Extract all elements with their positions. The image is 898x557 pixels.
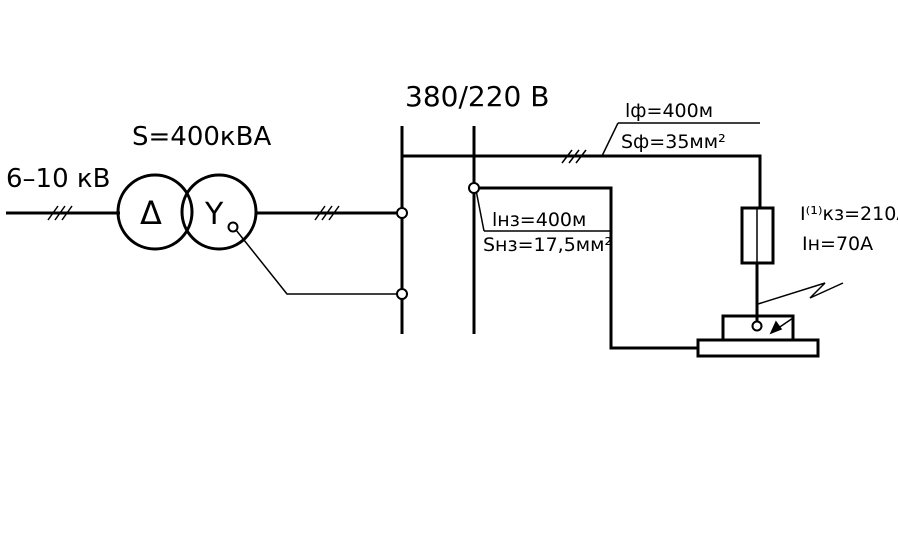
neutral-conductor [235, 229, 397, 295]
bus-phase-connection [396, 207, 408, 219]
equipment-terminal [751, 320, 763, 332]
rated-current-label: Iн=70А [802, 233, 873, 255]
neutral-terminal [227, 221, 239, 233]
transformer-power-label: S=400кВА [132, 122, 271, 152]
neutral-length-label: lнз=400м [492, 209, 586, 231]
phase-length-label: lф=400м [625, 100, 713, 122]
phase-section-label: Sф=35мм² [621, 131, 726, 153]
neutral-tap-connection [468, 182, 480, 194]
short-circuit-arrow-icon [757, 282, 844, 335]
bus-neutral-connection [396, 288, 408, 300]
three-phase-ticks-feeder [561, 149, 587, 164]
three-phase-ticks-lv [314, 205, 340, 221]
lv-voltage-label: 380/220 В [405, 80, 549, 113]
phase-leader-line [601, 122, 619, 157]
three-phase-ticks-hv [47, 205, 73, 221]
transformer-symbol: Δ Y [116, 173, 258, 251]
short-circuit-current-label: I⁽¹⁾кз=210А [800, 203, 898, 225]
delta-icon: Δ [140, 194, 162, 232]
neutral-leader-line [475, 189, 485, 232]
neutral-protective-conductor [474, 186, 698, 350]
phase-conductor [402, 154, 762, 208]
neutral-section-label: Sнз=17,5мм² [483, 234, 612, 256]
primary-winding-circle [116, 173, 194, 251]
hv-voltage-label: 6–10 кВ [6, 164, 110, 194]
wye-icon: Y [204, 197, 224, 232]
equipment-base [696, 338, 820, 358]
